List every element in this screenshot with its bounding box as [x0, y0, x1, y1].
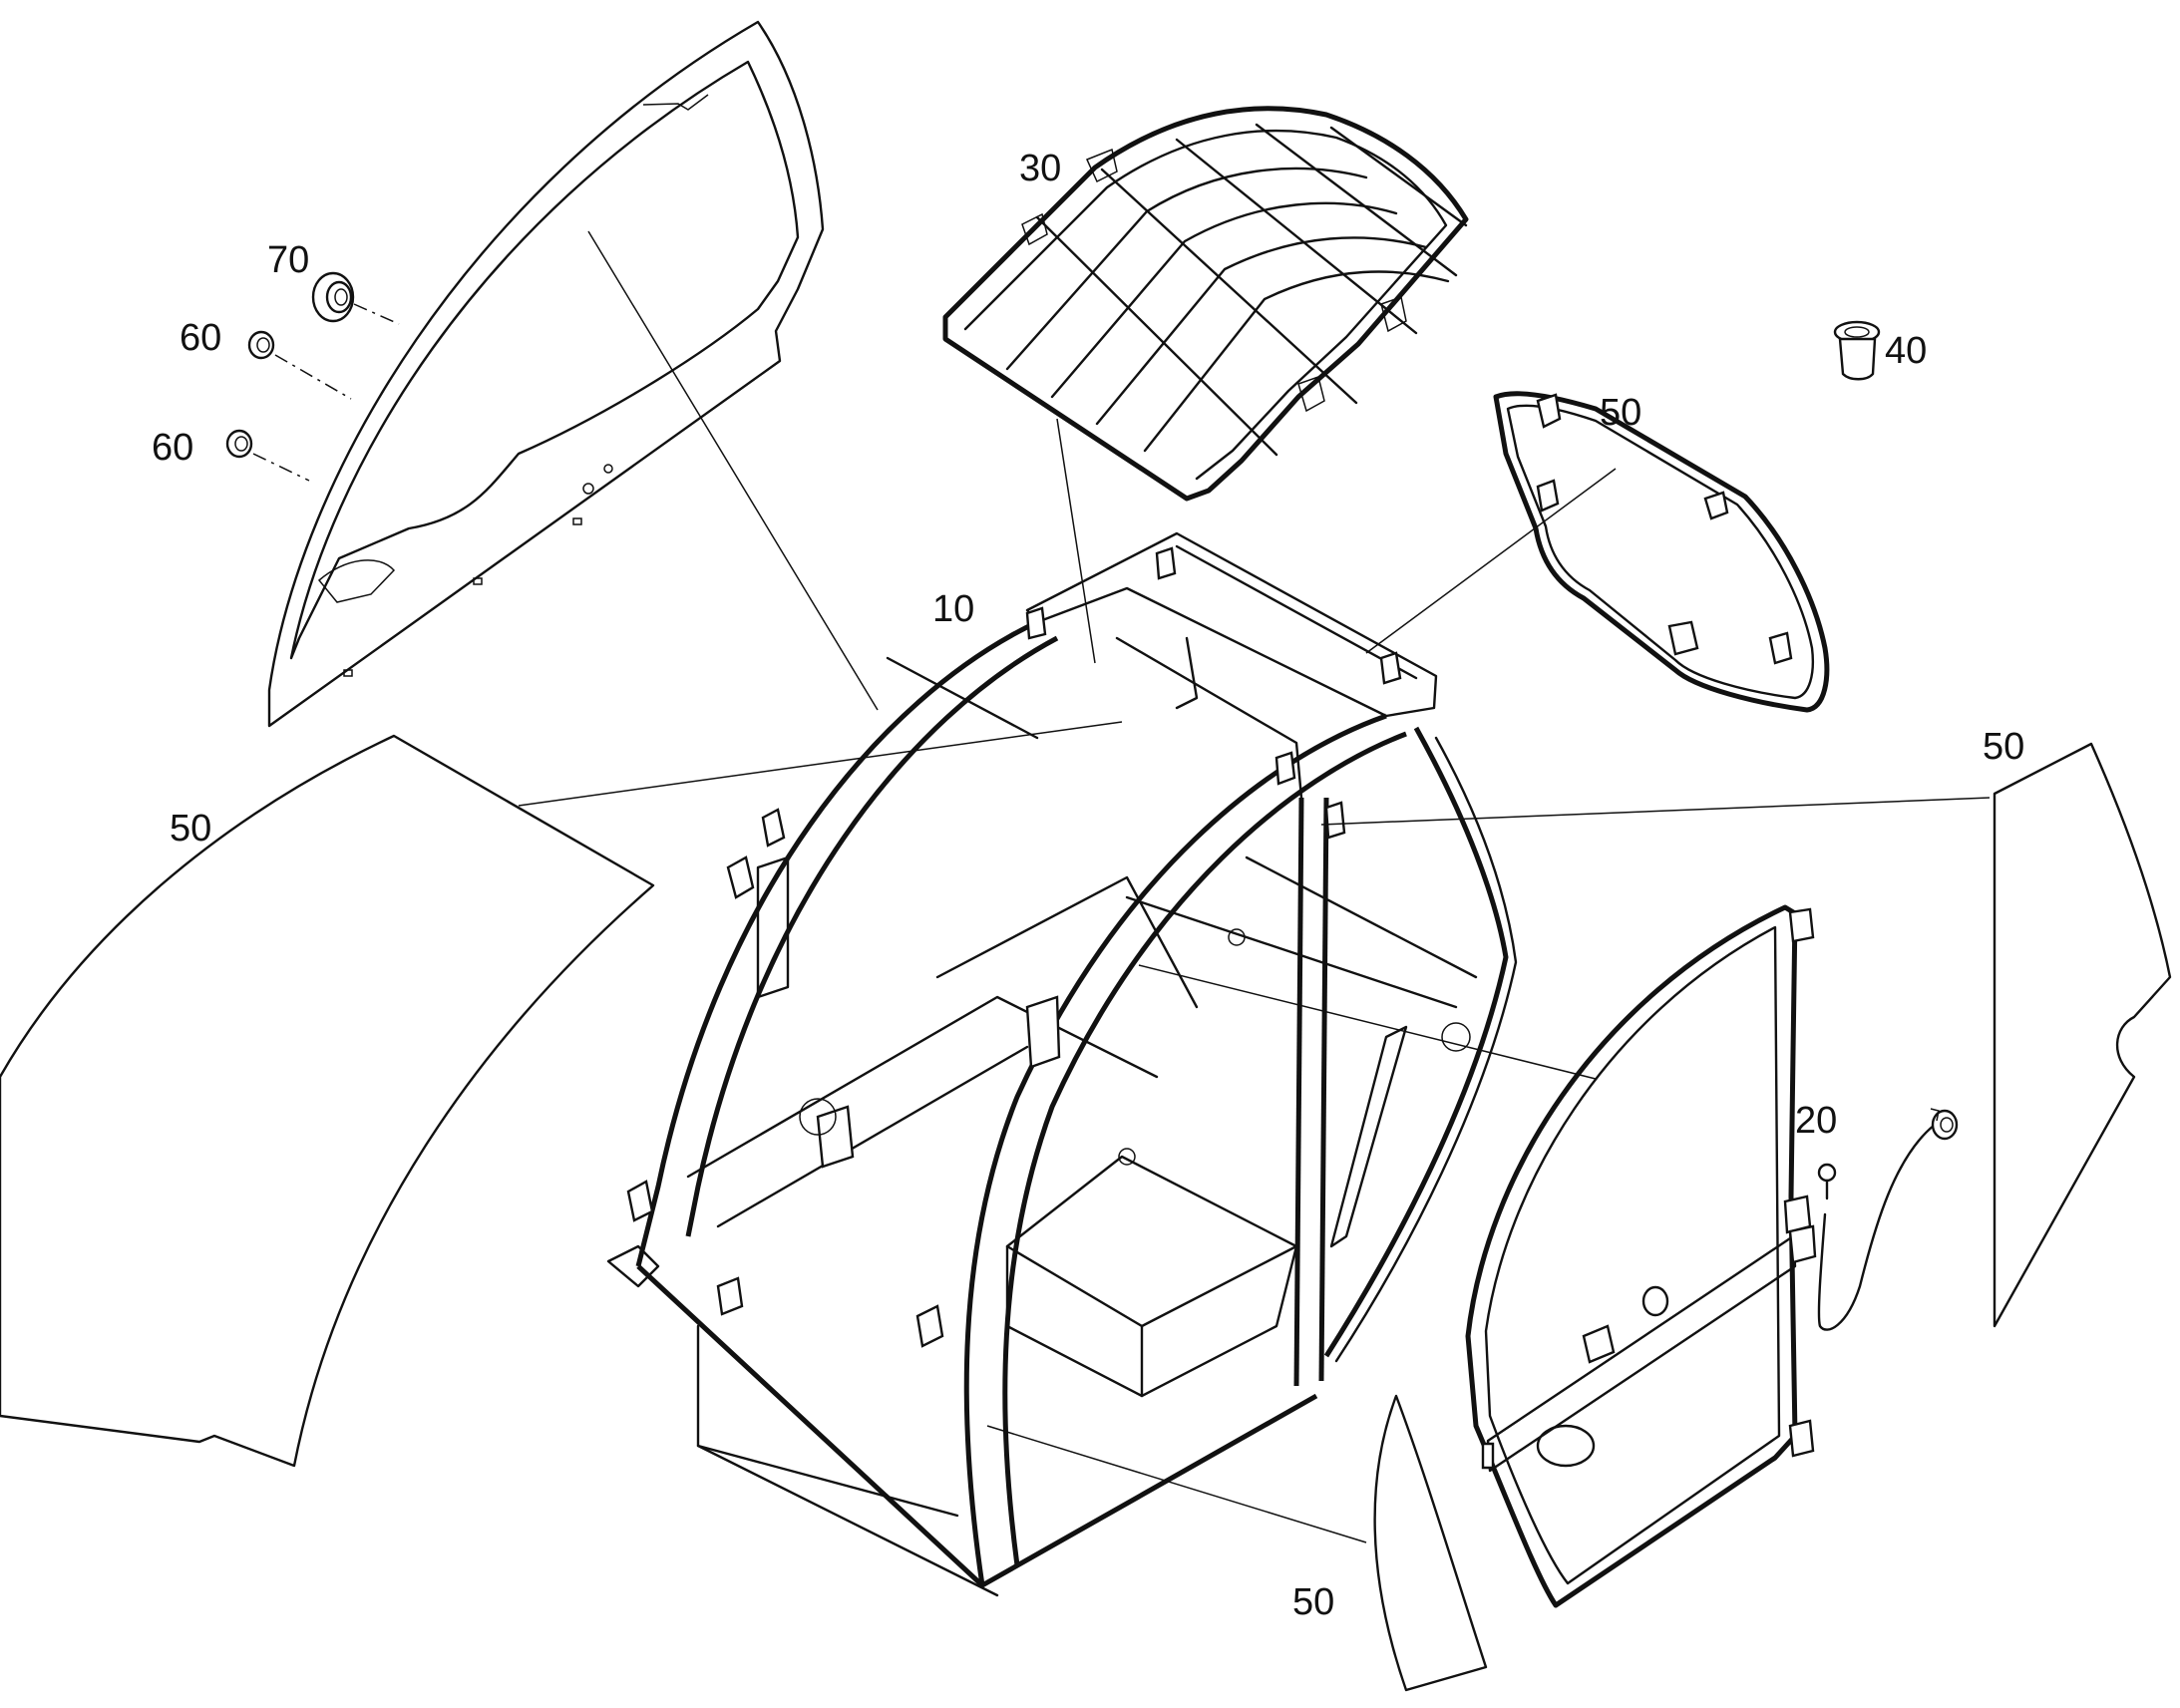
- right-door-part: [1465, 904, 1817, 1608]
- plug-callout: 40: [1885, 330, 1928, 372]
- windscreen-glass-part: [0, 734, 655, 1468]
- bushing-callout: 70: [267, 239, 310, 281]
- roof-glass-callout: 50: [1600, 392, 1642, 434]
- grommet-b-part: [225, 429, 253, 459]
- door-callout: 20: [1795, 1100, 1838, 1142]
- roof-guard-callout: 30: [1019, 148, 1062, 189]
- roof-guard-part: [942, 106, 1469, 502]
- plug-part: [1833, 320, 1881, 381]
- grommet-a-callout: 60: [180, 317, 222, 359]
- door-strut-part: [1817, 1108, 1959, 1331]
- frame-callout: 10: [932, 588, 975, 630]
- right-side-glass-part: [1993, 742, 2172, 1328]
- bushing-part: [311, 271, 355, 323]
- leader-lines: [518, 230, 1991, 1543]
- lower-glass-callout: 50: [1292, 1581, 1335, 1623]
- left-door-glass-part: [267, 20, 825, 728]
- grommet-b-callout: 60: [152, 427, 194, 469]
- windscreen-glass-callout: 50: [170, 808, 212, 850]
- grommet-a-part: [247, 330, 275, 360]
- cab-frame-part: [606, 531, 1518, 1597]
- lower-glass-part: [1373, 1394, 1488, 1692]
- roof-glass-part: [1493, 391, 1830, 713]
- right-side-glass-callout: 50: [1983, 726, 2025, 768]
